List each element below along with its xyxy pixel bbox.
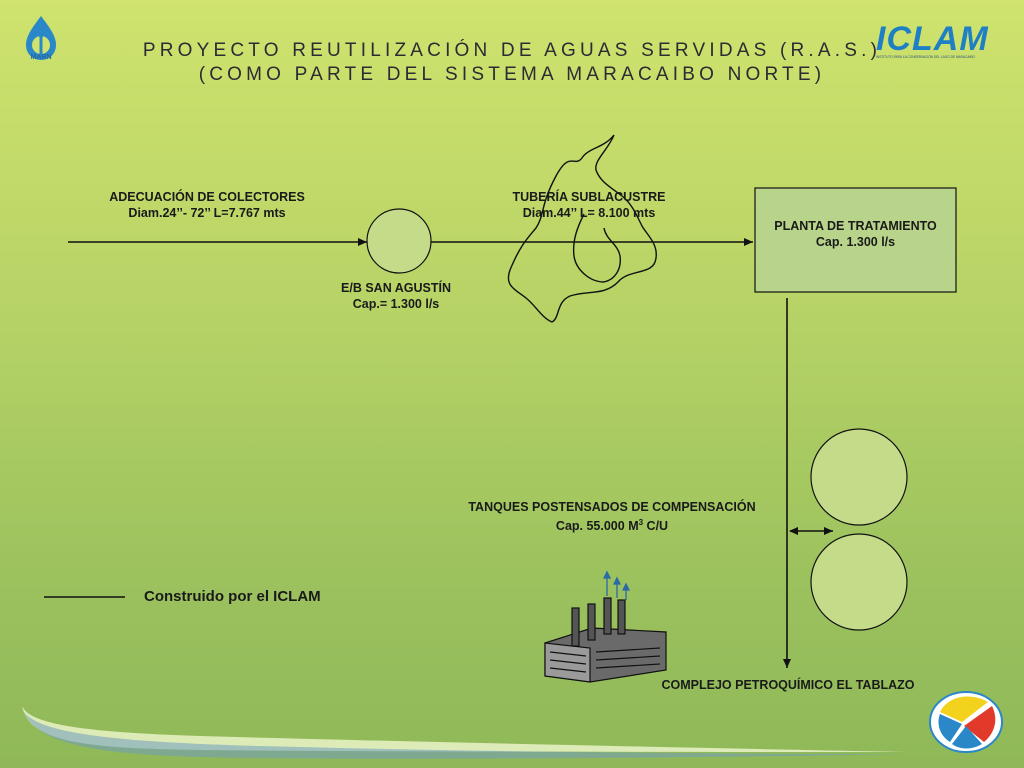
complex-label: COMPLEJO PETROQUÍMICO EL TABLAZO: [630, 677, 946, 693]
plant-label-line1: PLANTA DE TRATAMIENTO: [774, 219, 937, 233]
pump-station-label: E/B SAN AGUSTÍN Cap.= 1.300 l/s: [318, 280, 474, 312]
pipeline-label-line1: TUBERÍA SUBLACUSTRE: [512, 190, 666, 204]
tanks-capacity-sup: 3: [638, 518, 644, 527]
iclam-logo-text: ICLAM: [876, 20, 989, 58]
treatment-plant-node: [754, 187, 957, 293]
pump-station-label-line2: Cap.= 1.300 l/s: [352, 297, 440, 311]
legend-text: Construido por el ICLAM: [144, 588, 321, 605]
factory-icon: [544, 597, 667, 683]
pipeline-label: TUBERÍA SUBLACUSTRE Diam.44’’ L= 8.100 m…: [484, 189, 694, 221]
plant-label-line2: Cap. 1.300 l/s: [815, 235, 896, 249]
iclam-logo: ICLAM INSTITUTO PARA LA CONSERVACIÓN DEL…: [876, 22, 996, 62]
tanks-label-line1: TANQUES POSTENSADOS DE COMPENSACIÓN: [468, 500, 756, 514]
complex-label-line1: COMPLEJO PETROQUÍMICO EL TABLAZO: [661, 678, 915, 692]
colectores-label: ADECUACIÓN DE COLECTORES Diam.24’’- 72’’…: [92, 189, 322, 221]
bottom-swoosh-shadow: [24, 712, 900, 759]
emission-arrows-icon: [602, 570, 631, 600]
colectores-label-line1: ADECUACIÓN DE COLECTORES: [109, 190, 305, 204]
pipeline-label-line2: Diam.44’’ L= 8.100 mts: [522, 206, 656, 220]
bottom-swoosh: [22, 706, 910, 752]
colectores-label-line2: Diam.24’’- 72’’ L=7.767 mts: [128, 206, 286, 220]
pump-station-label-line1: E/B SAN AGUSTÍN: [341, 281, 451, 295]
plant-label: PLANTA DE TRATAMIENTO Cap. 1.300 l/s: [755, 218, 956, 250]
iclam-logo-subtitle: INSTITUTO PARA LA CONSERVACIÓN DEL LAGO …: [876, 55, 976, 59]
tank-node-1: [810, 428, 908, 526]
lake-maracaibo-outline: [507, 134, 657, 323]
marn-logo: MARN: [22, 14, 60, 66]
pump-station-node: [366, 208, 432, 274]
tanks-capacity-prefix: Cap. 55.000 M: [555, 519, 639, 534]
page-title-line2: (COMO PARTE DEL SISTEMA MARACAIBO NORTE): [198, 64, 826, 85]
tanks-label-line2: Cap. 55.000 M3 C/U: [442, 515, 782, 534]
tank-node-2: [810, 533, 908, 631]
marn-logo-text: MARN: [30, 54, 52, 61]
marn-logo-icon: [26, 16, 56, 60]
tanks-capacity-suffix: C/U: [643, 519, 669, 534]
tanks-label: TANQUES POSTENSADOS DE COMPENSACIÓN Cap.…: [442, 499, 782, 534]
page-title-line1: PROYECTO REUTILIZACIÓN DE AGUAS SERVIDAS…: [142, 40, 882, 61]
emblem-logo: [929, 691, 1003, 753]
